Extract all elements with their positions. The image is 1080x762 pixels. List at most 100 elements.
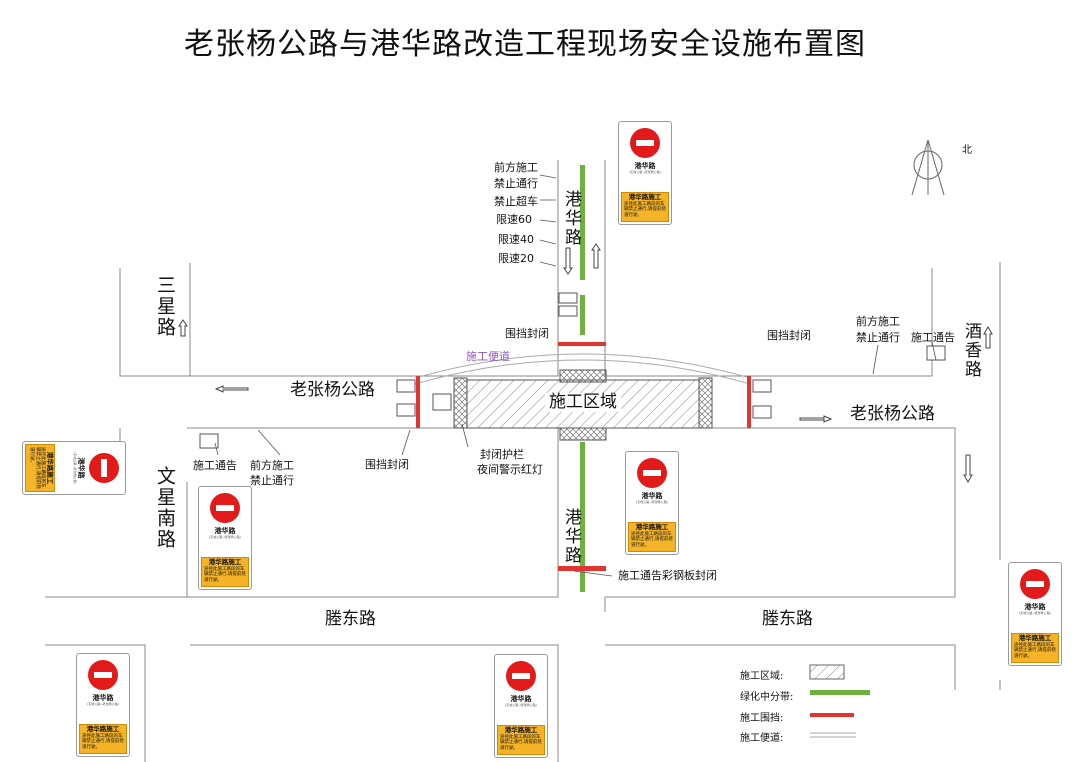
- arrow-south: [563, 247, 573, 275]
- no-entry-sign: 港华路 (东城公路→老张杨公路) 港华路施工途径此施工路段的车辆禁止通行,请提前…: [618, 121, 672, 225]
- weidang-east-label: 围挡封闭: [767, 329, 811, 342]
- notice-east-label: 施工通告: [911, 331, 955, 344]
- page-title: 老张杨公路与港华路改造工程现场安全设施布置图: [184, 27, 866, 62]
- barrier-fence: [453, 377, 468, 429]
- no-entry-sign: 港华路 (东城公路→老张杨公路) 港华路施工途径此施工路段的车辆禁止通行,请提前…: [1008, 562, 1062, 666]
- road-edges: [45, 160, 1001, 762]
- sign-notice-panel: 港华路施工途径此施工路段的车辆禁止通行,请提前绕道行驶。: [201, 557, 249, 587]
- legend-green: [810, 690, 870, 695]
- leader: [214, 442, 219, 456]
- leader: [539, 239, 557, 245]
- legend-bypass: [810, 732, 856, 738]
- leader: [461, 423, 469, 448]
- sign-notice-panel: 港华路施工途径此施工路段的车辆禁止通行,请提前绕道行驶。: [628, 522, 676, 552]
- bypass-label: 施工便道: [466, 350, 510, 363]
- road-tengdong-west: 塍东路: [325, 609, 376, 629]
- board: [396, 403, 416, 417]
- road-edge: [45, 644, 146, 762]
- road-edge: [119, 160, 559, 377]
- leader: [931, 341, 937, 361]
- sign-notice-panel: 港华路施工途径此施工路段的车辆禁止通行,请提前绕道行驶。: [497, 725, 545, 755]
- arrow-west: [214, 385, 249, 393]
- no-entry-sign: 港华路 (东城公路→老张杨公路) 港华路施工途径此施工路段的车辆禁止通行,请提前…: [494, 654, 548, 758]
- no-entry-sign: 港华路 (东城公路→老张杨公路) 港华路施工途径此施工路段的车辆禁止通行,请提前…: [22, 441, 126, 495]
- night-light-label: 夜间警示红灯: [477, 463, 543, 476]
- weidang-north-label: 围挡封闭: [505, 327, 549, 340]
- sign-boards: [199, 292, 946, 449]
- legend-label-median: 绿化中分带:: [740, 692, 794, 703]
- north-sign-text: 禁止超车: [494, 195, 538, 208]
- barrier-south: [558, 566, 606, 571]
- steel-plate-label: 施工通告彩钢板封闭: [618, 569, 717, 582]
- no-entry-icon: [637, 458, 667, 488]
- leader: [257, 429, 281, 456]
- no-entry-icon: [1020, 569, 1050, 599]
- arrow-north: [591, 243, 601, 269]
- road-edge: [190, 644, 559, 762]
- legend-label-zone: 施工区域:: [740, 671, 784, 682]
- construction-zone-label: 施工区域: [545, 393, 621, 412]
- legend-swatches: [809, 664, 870, 738]
- board: [926, 345, 946, 361]
- barrier-east: [747, 376, 751, 428]
- leader: [539, 219, 557, 223]
- board: [199, 433, 219, 449]
- north-sign-text: 限速60: [496, 213, 532, 226]
- front-west-label: 前方施工: [250, 459, 294, 472]
- board: [432, 393, 452, 411]
- road-wenxingnan: 文星南路: [154, 466, 176, 550]
- sign-notice-panel: 港华路施工途径此施工路段的车辆禁止通行,请提前绕道行驶。: [25, 444, 55, 492]
- sign-notice-panel: 港华路施工途径此施工路段的车辆禁止通行,请提前绕道行驶。: [79, 724, 127, 754]
- legend-label-barrier: 施工围挡:: [740, 713, 784, 724]
- no-entry-icon: [88, 660, 118, 690]
- legend-label-bypass: 施工便道:: [740, 733, 784, 744]
- legend-red: [810, 713, 854, 717]
- bypass-road: [414, 359, 751, 385]
- sign-notice-panel: 港华路施工途径此施工路段的车辆禁止通行,请提前绕道行驶。: [1011, 633, 1059, 663]
- board: [396, 379, 416, 393]
- barrier-fence: [559, 369, 607, 383]
- road-edge: [605, 427, 956, 598]
- road-edge: [605, 644, 956, 690]
- no-entry-icon: [89, 453, 119, 483]
- red-barriers: [416, 342, 751, 571]
- leader-lines: [214, 174, 937, 577]
- barrier-label: 封闭护栏: [480, 448, 524, 461]
- barrier-north: [558, 342, 606, 346]
- road-jiuxiang: 酒香路: [961, 322, 981, 379]
- road-sanxing: 三星路: [154, 275, 176, 338]
- board: [558, 292, 578, 304]
- road-laozhangyang-west: 老张杨公路: [290, 380, 375, 400]
- front-east-label-2: 禁止通行: [856, 331, 900, 344]
- arrow-east: [799, 415, 833, 423]
- north-sign-text: 限速20: [498, 252, 534, 265]
- no-entry-sign: 港华路 (东城公路→老张杨公路) 港华路施工途径此施工路段的车辆禁止通行,请提前…: [625, 451, 679, 555]
- no-entry-icon: [210, 493, 240, 523]
- leader: [401, 429, 411, 456]
- leader: [539, 261, 557, 267]
- no-entry-icon: [630, 128, 660, 158]
- leader: [573, 570, 613, 577]
- front-west-label-2: 禁止通行: [250, 474, 294, 487]
- road-laozhangyang-east: 老张杨公路: [850, 404, 935, 424]
- direction-arrows: [178, 243, 993, 484]
- leader: [872, 344, 879, 375]
- arrow-north: [983, 325, 993, 349]
- bypass-road: [414, 353, 751, 379]
- board: [558, 305, 578, 317]
- north-sign-text: 前方施工: [494, 161, 538, 174]
- legend-hatch: [809, 664, 845, 680]
- road-ganghua-south: 港华路: [561, 508, 581, 565]
- sign-notice-panel: 港华路施工途径此施工路段的车辆禁止通行,请提前绕道行驶。: [621, 192, 669, 222]
- road-edge: [45, 427, 559, 598]
- arrow-north: [178, 319, 188, 337]
- weidang-west-label: 围挡封闭: [365, 458, 409, 471]
- no-entry-sign: 港华路 (东城公路→老张杨公路) 港华路施工途径此施工路段的车辆禁止通行,请提前…: [198, 486, 252, 590]
- road-edge: [604, 160, 933, 377]
- median-segment: [580, 295, 585, 335]
- no-entry-icon: [506, 661, 536, 691]
- barrier-west: [416, 376, 420, 428]
- arrow-south: [963, 454, 973, 484]
